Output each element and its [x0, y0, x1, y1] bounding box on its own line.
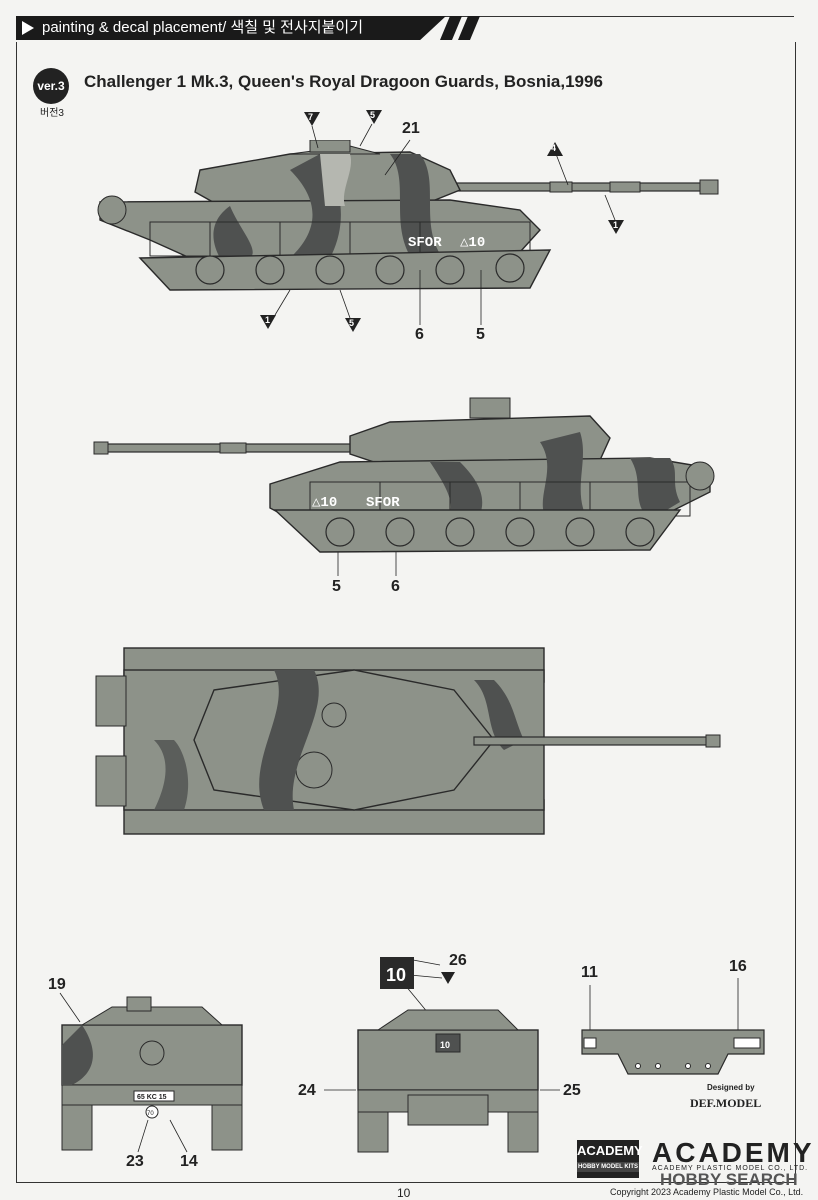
unit-marking-left: △10 — [312, 495, 337, 511]
hobby-search-watermark: HOBBY SEARCH — [660, 1170, 798, 1189]
decal-marker-1-icon — [608, 220, 624, 234]
academy-small-sub: HOBBY MODEL KITS — [577, 1162, 639, 1172]
callout-5-top: 5 — [476, 326, 485, 343]
def-model-logo: DEF.MODEL — [690, 1096, 762, 1110]
decal-marker-4-icon — [547, 142, 563, 156]
callout-14: 14 — [180, 1153, 198, 1170]
callout-6-mid: 6 — [391, 578, 400, 595]
version-badge: ver.3 — [33, 68, 69, 104]
marker-label-5-bottom: 5 — [349, 318, 355, 328]
subject-title: Challenger 1 Mk.3, Queen's Royal Dragoon… — [84, 72, 603, 91]
callout-23: 23 — [126, 1153, 144, 1170]
callout-19: 19 — [48, 976, 66, 993]
academy-logo-small: ACADEMY HOBBY MODEL KITS — [577, 1140, 643, 1178]
decal-marker-1b-icon — [260, 315, 276, 329]
page-frame — [16, 42, 796, 1183]
decal-marker-5b-icon — [345, 318, 361, 332]
sfor-marking-right: SFOR — [408, 235, 442, 251]
tank-rear-view: 10 — [357, 1009, 539, 1153]
decal-marker-1c-icon — [441, 972, 455, 984]
rear-decal-preview: 10 — [380, 957, 414, 989]
decal-marker-5-icon — [366, 110, 382, 124]
section-title: painting & decal placement/ 색칠 및 전사지붙이기 — [16, 16, 446, 40]
rear-decal-preview-text: 10 — [386, 965, 406, 985]
triangle-bullet-icon — [22, 21, 34, 35]
academy-logo-big: ACADEMY — [652, 1137, 815, 1168]
designed-by-label: Designed by — [707, 1083, 755, 1092]
marker-label-4: 4 — [551, 143, 557, 153]
callout-24: 24 — [298, 1082, 316, 1099]
marker-label-5-top: 5 — [370, 110, 376, 120]
marker-label-7: 7 — [308, 112, 314, 122]
unit-marking-right: △10 — [460, 235, 485, 251]
callout-21: 21 — [402, 120, 420, 137]
marker-label-1-right: 1 — [613, 220, 619, 230]
tank-side-view-left: △10 SFOR — [93, 397, 715, 553]
decal-marker-7-icon — [304, 112, 320, 126]
version-sub-label: 버전3 — [40, 108, 64, 119]
academy-company-name: ACADEMY PLASTIC MODEL CO., LTD. — [652, 1165, 809, 1172]
rear-plate-detail — [581, 1029, 765, 1075]
callout-25: 25 — [563, 1082, 581, 1099]
page-number: 10 — [397, 1186, 411, 1200]
callout-26: 26 — [449, 952, 467, 969]
header-stripes — [440, 16, 480, 40]
sfor-marking-left: SFOR — [366, 495, 400, 511]
academy-small-text: ACADEMY — [577, 1143, 643, 1158]
callout-16: 16 — [729, 958, 747, 975]
tank-side-view-right: SFOR △10 — [97, 140, 719, 291]
plate-marking: 65 KC 15 — [137, 1094, 167, 1101]
tank-front-view: 65 KC 15 70 — [61, 996, 243, 1151]
callout-5-mid: 5 — [332, 578, 341, 595]
tank-top-view — [95, 647, 721, 835]
copyright-text: Copyright 2023 Academy Plastic Model Co.… — [610, 1187, 804, 1197]
rear-decal-small: 10 — [440, 1040, 450, 1050]
marker-label-1-left: 1 — [265, 315, 271, 325]
callout-6-top: 6 — [415, 326, 424, 343]
circle-decal: 70 — [147, 1111, 154, 1117]
callout-11: 11 — [581, 964, 598, 981]
